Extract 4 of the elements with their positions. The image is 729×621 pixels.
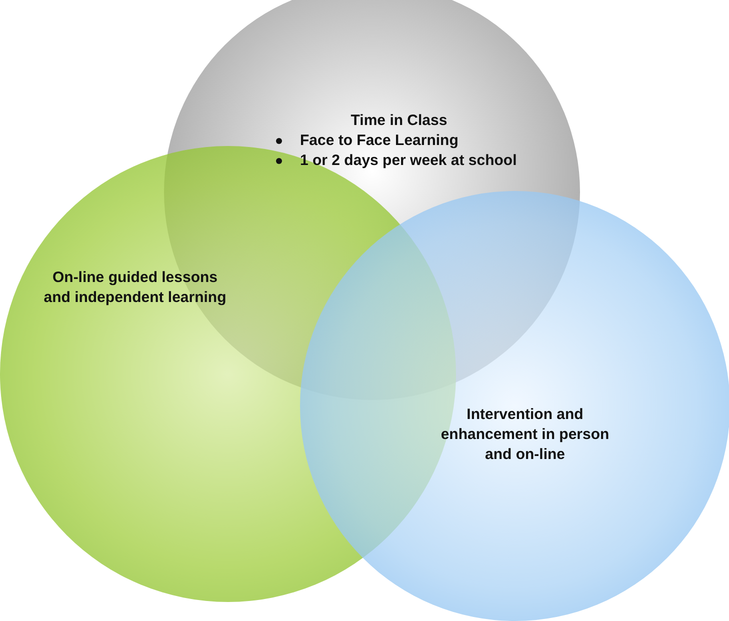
- bullet-item: Face to Face Learning: [300, 131, 458, 151]
- circle-label: On-line guided lessons and independent learning: [42, 268, 228, 308]
- circle-label: Intervention and enhancement in person and on-line: [440, 405, 610, 465]
- circle-heading: Time in Class: [350, 111, 448, 131]
